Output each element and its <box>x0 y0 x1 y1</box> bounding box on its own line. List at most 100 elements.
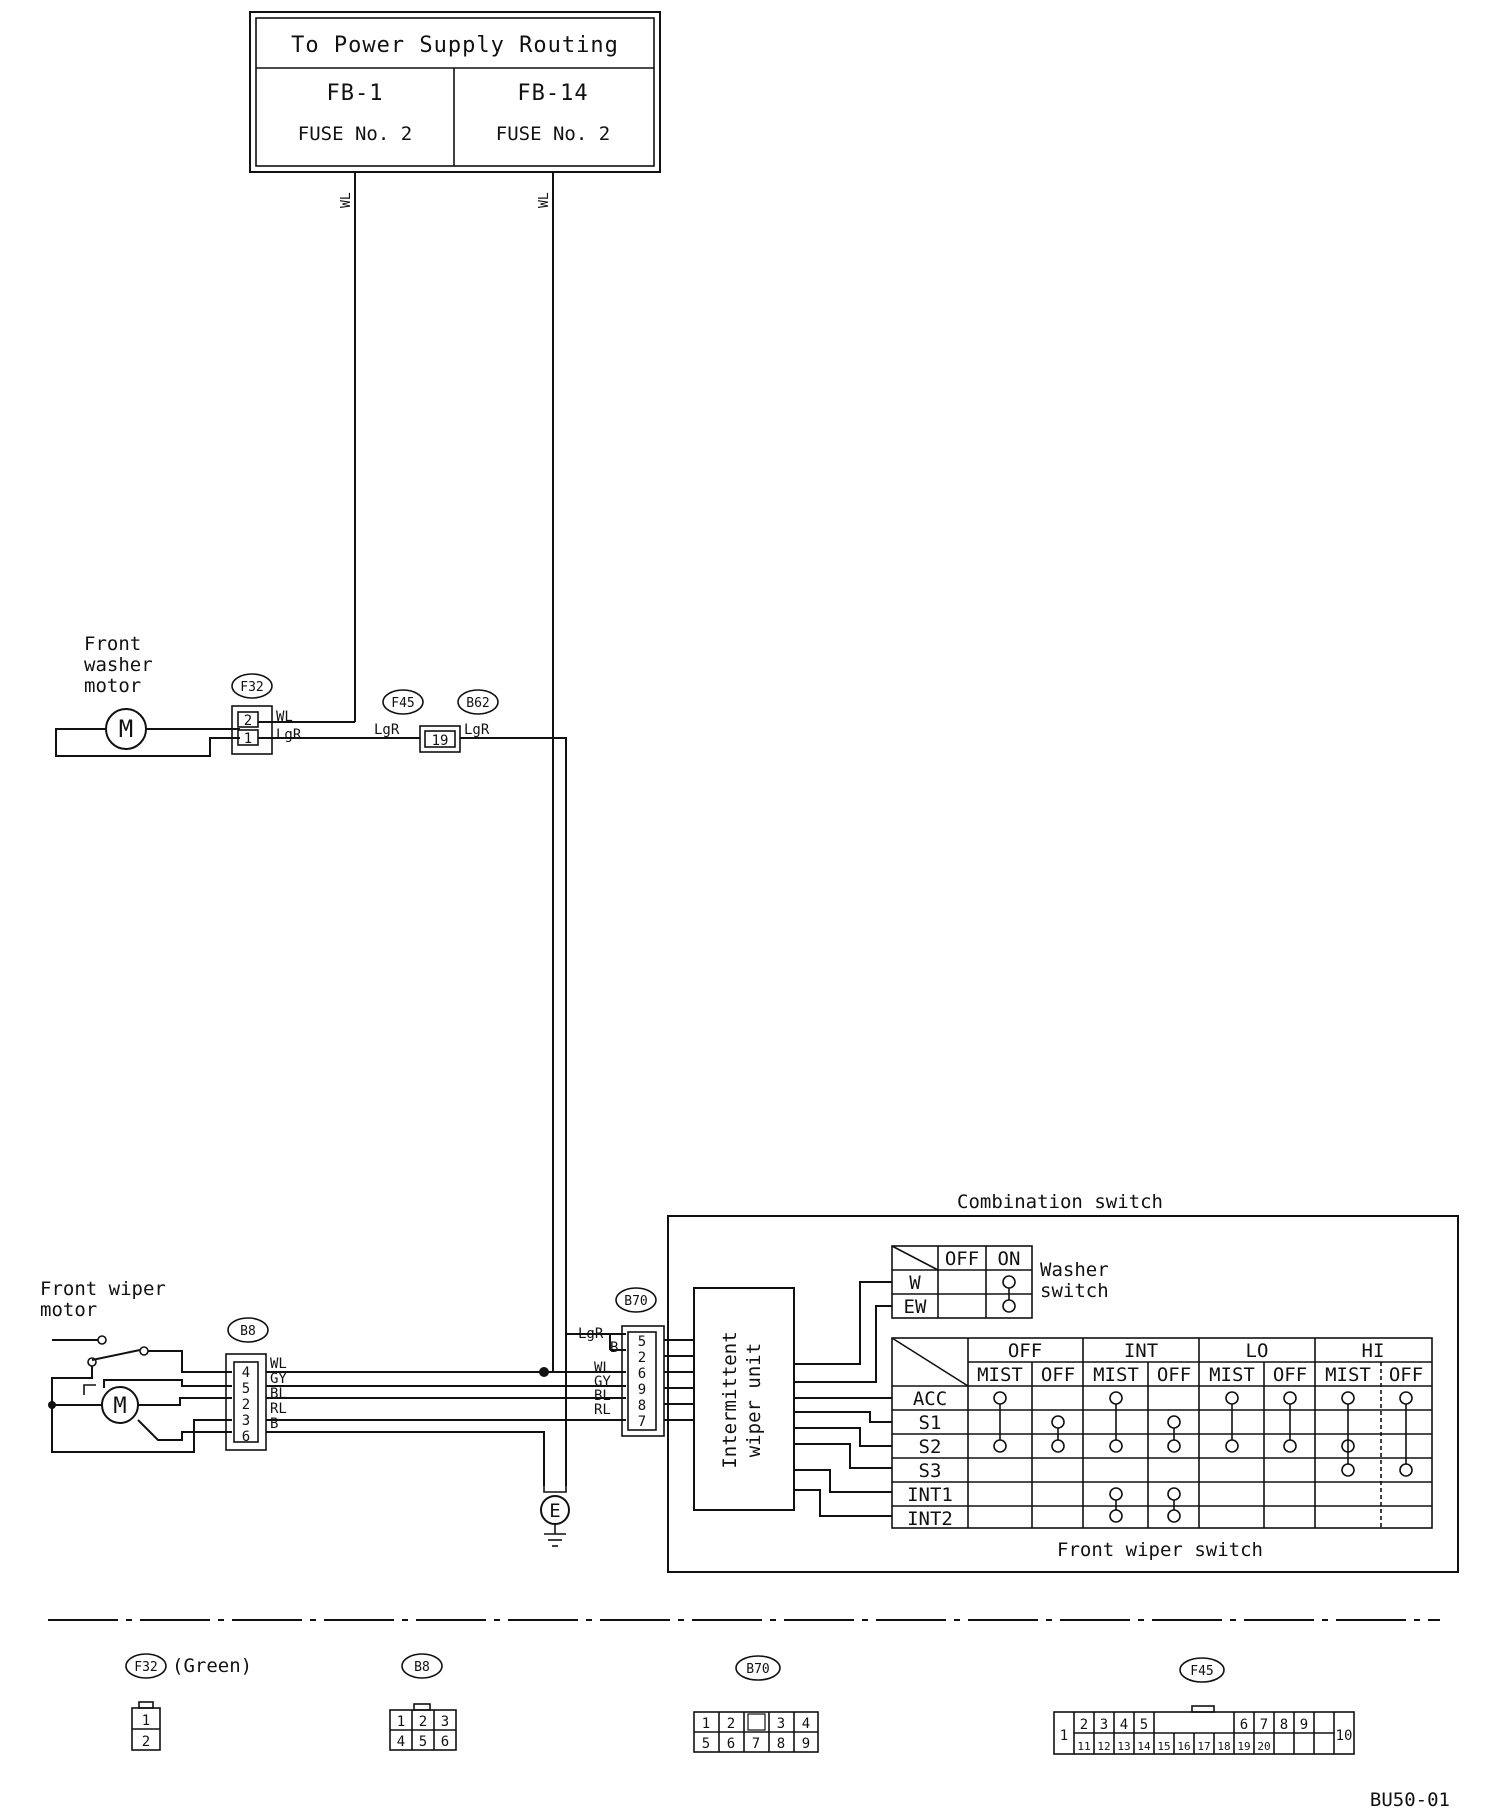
f32-pin-2: 2 <box>244 713 252 729</box>
face-f32-note: (Green) <box>172 1655 252 1677</box>
washer-row-w: W <box>909 1272 921 1294</box>
b8-pin-2: 2 <box>242 1397 250 1413</box>
face-f45-pin-2: 2 <box>1080 1717 1088 1733</box>
face-f45-tag: F45 <box>1190 1664 1213 1679</box>
wiper-switch-caption: Front wiper switch <box>1057 1539 1263 1561</box>
combination-switch-title: Combination switch <box>957 1191 1163 1213</box>
b8-pin-4: 4 <box>242 1365 250 1381</box>
face-f45-pin-3: 3 <box>1100 1717 1108 1733</box>
washer-col-off: OFF <box>945 1248 979 1270</box>
wiper-subcol-6: OFF <box>1273 1364 1307 1386</box>
wiper-motor-label-2: motor <box>40 1299 97 1321</box>
connector-b8: B8 4 5 2 3 6 WL GY BL RL B <box>225 1317 287 1451</box>
face-b8-pin-1: 1 <box>397 1714 405 1730</box>
face-f45-pin-20: 20 <box>1257 1740 1270 1753</box>
face-f45-pin-17: 17 <box>1197 1740 1210 1753</box>
f32-tag: F32 <box>240 680 263 695</box>
wiper-row-int1: INT1 <box>907 1484 953 1506</box>
b62-wire-lgr: LgR <box>464 722 490 738</box>
b70-pin-9: 9 <box>638 1382 646 1398</box>
face-b70: B70 1 2 3 4 5 6 7 8 9 <box>693 1655 819 1753</box>
face-b8-pin-4: 4 <box>397 1734 405 1750</box>
b8-wire-b: B <box>270 1416 278 1432</box>
connector-b70: B70 LgR B WL GY BL RL 5 2 6 9 8 7 <box>578 1287 665 1437</box>
b70-pin-8: 8 <box>638 1398 646 1414</box>
b62-tag: B62 <box>466 696 489 711</box>
b70-tag: B70 <box>624 1294 647 1309</box>
wiper-subcol-2: OFF <box>1041 1364 1075 1386</box>
washer-motor-label-1: Front <box>84 633 141 655</box>
face-f45-pin-19: 19 <box>1237 1740 1250 1753</box>
power-box-title: To Power Supply Routing <box>291 33 619 58</box>
connector-f45-b62: F45 B62 19 LgR LgR <box>374 689 499 753</box>
face-b8-tag: B8 <box>414 1660 430 1675</box>
face-b70-pin-9: 9 <box>802 1736 810 1752</box>
b70-wire-wl: WL <box>594 1360 611 1376</box>
wiper-group-off: OFF <box>1008 1340 1042 1362</box>
face-b8-pin-6: 6 <box>441 1734 449 1750</box>
f32-pin-1: 1 <box>244 731 252 747</box>
b70-pin-7: 7 <box>638 1414 646 1430</box>
face-b70-pin-3: 3 <box>777 1716 785 1732</box>
face-f45-pin-18: 18 <box>1217 1740 1230 1753</box>
face-f45-pin-5: 5 <box>1140 1717 1148 1733</box>
fuse-code-right: FB-14 <box>517 81 588 106</box>
b70-pin-5: 5 <box>638 1334 646 1350</box>
f32-wire-lgr: LgR <box>276 727 302 743</box>
b70-wire-gy: GY <box>594 1374 611 1390</box>
washer-motor-label-3: motor <box>84 675 141 697</box>
face-b8-pin-3: 3 <box>441 1714 449 1730</box>
face-b70-tag: B70 <box>746 1662 769 1677</box>
face-b8-pin-5: 5 <box>419 1734 427 1750</box>
washer-switch-table: OFF ON W EW Washer switch <box>891 1245 1109 1319</box>
wiper-subcol-1: MIST <box>977 1364 1023 1386</box>
wire-color-wl-right: WL <box>537 192 552 208</box>
ground-e: E <box>540 1486 570 1547</box>
wiper-group-hi: HI <box>1362 1340 1385 1362</box>
wiper-row-acc: ACC <box>913 1388 947 1410</box>
face-f45-pin-6: 6 <box>1240 1717 1248 1733</box>
b70-wire-rl: RL <box>594 1402 611 1418</box>
washer-motor-label-2: washer <box>84 654 153 676</box>
wiper-subcol-4: OFF <box>1157 1364 1191 1386</box>
b70-pin-6: 6 <box>638 1366 646 1382</box>
face-f45-pin-9: 9 <box>1300 1717 1308 1733</box>
svg-text:M: M <box>119 715 133 743</box>
face-f32-pin-1: 1 <box>142 1713 150 1729</box>
b70-pin-2: 2 <box>638 1350 646 1366</box>
front-washer-motor: Front washer motor M <box>55 633 240 757</box>
wiper-group-lo: LO <box>1246 1340 1269 1362</box>
b70-wire-bl: BL <box>594 1388 611 1404</box>
wiper-unit-label-2: wiper unit <box>743 1343 765 1457</box>
ground-label: E <box>549 1500 560 1522</box>
wiper-subcol-5: MIST <box>1209 1364 1255 1386</box>
wiper-row-s2: S2 <box>919 1436 942 1458</box>
b62-pin-19: 19 <box>432 733 449 749</box>
face-f45-pin-15: 15 <box>1157 1740 1170 1753</box>
face-f45-pin-16: 16 <box>1177 1740 1190 1753</box>
svg-text:M: M <box>113 1394 126 1419</box>
front-wiper-motor: Front wiper motor M <box>40 1278 232 1453</box>
face-f45: F45 1 10 2 3 4 5 6 7 8 9 11 12 13 14 15 … <box>1053 1657 1355 1755</box>
wiper-unit-label-1: Intermittent <box>719 1331 741 1468</box>
face-b70-pin-7: 7 <box>752 1736 760 1752</box>
face-b70-pin-8: 8 <box>777 1736 785 1752</box>
b70-wire-lgr: LgR <box>578 1326 604 1342</box>
washer-row-ew: EW <box>904 1296 927 1318</box>
wiper-row-int2: INT2 <box>907 1508 953 1530</box>
wiper-motor-label-1: Front wiper <box>40 1278 166 1300</box>
face-f32-tag: F32 <box>134 1660 157 1675</box>
face-f32-pin-2: 2 <box>142 1734 150 1750</box>
face-f45-pin-10: 10 <box>1336 1728 1353 1744</box>
face-f45-pin-8: 8 <box>1280 1717 1288 1733</box>
face-f32: F32 (Green) 1 2 <box>125 1653 252 1751</box>
b8-pin-3: 3 <box>242 1413 250 1429</box>
face-b70-pin-1: 1 <box>702 1716 710 1732</box>
face-f45-pin-4: 4 <box>1120 1717 1128 1733</box>
wiper-switch-contacts <box>993 1391 1413 1523</box>
b8-wire-gy: GY <box>270 1371 287 1387</box>
wiper-group-int: INT <box>1124 1340 1158 1362</box>
wire-color-wl-left: WL <box>339 192 354 208</box>
f45-tag: F45 <box>391 696 414 711</box>
